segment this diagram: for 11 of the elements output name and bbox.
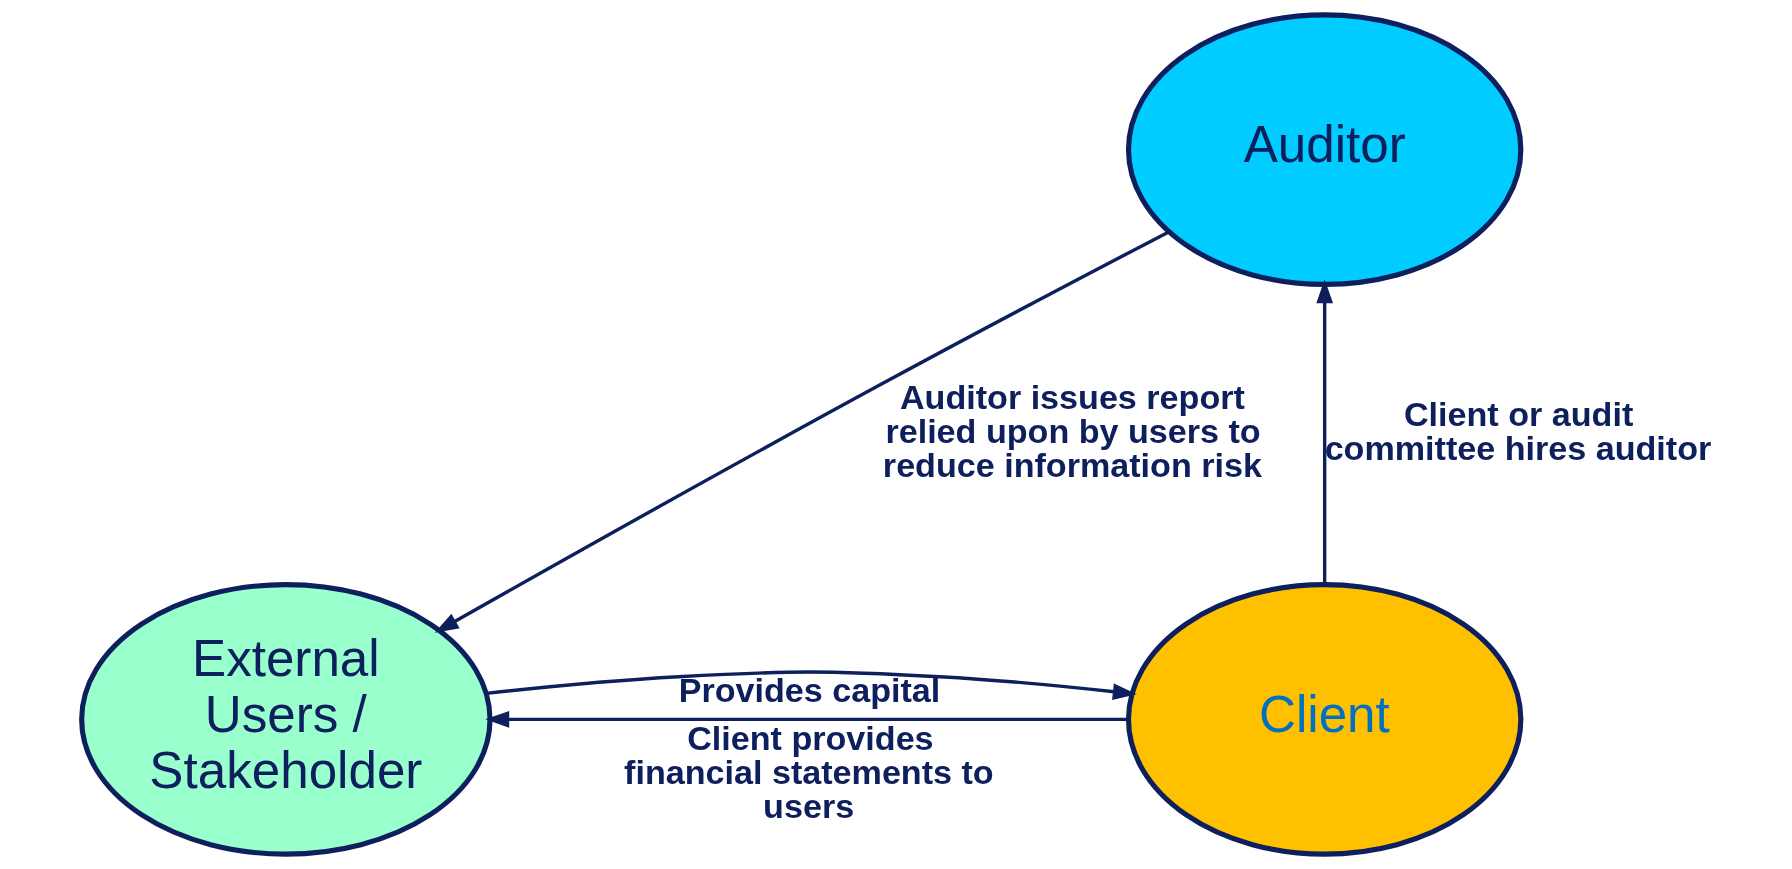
node-ellipse: Auditor	[1125, 12, 1524, 287]
edge-label: Auditor issues report relied upon by users to reduce information risk	[882, 377, 1262, 485]
edge-label: Provides capital	[678, 671, 941, 710]
node-ellipse: External Users / Stakeholder	[79, 582, 493, 857]
edge-label: Client provides financial statements to users	[624, 719, 994, 826]
arrow	[485, 711, 1129, 728]
arrow	[434, 230, 1170, 633]
arrow	[486, 670, 1137, 700]
edge-label: Client or audit committee hires auditor	[1324, 394, 1712, 468]
arrow	[1316, 279, 1334, 585]
node-ellipse: Client	[1125, 582, 1524, 857]
